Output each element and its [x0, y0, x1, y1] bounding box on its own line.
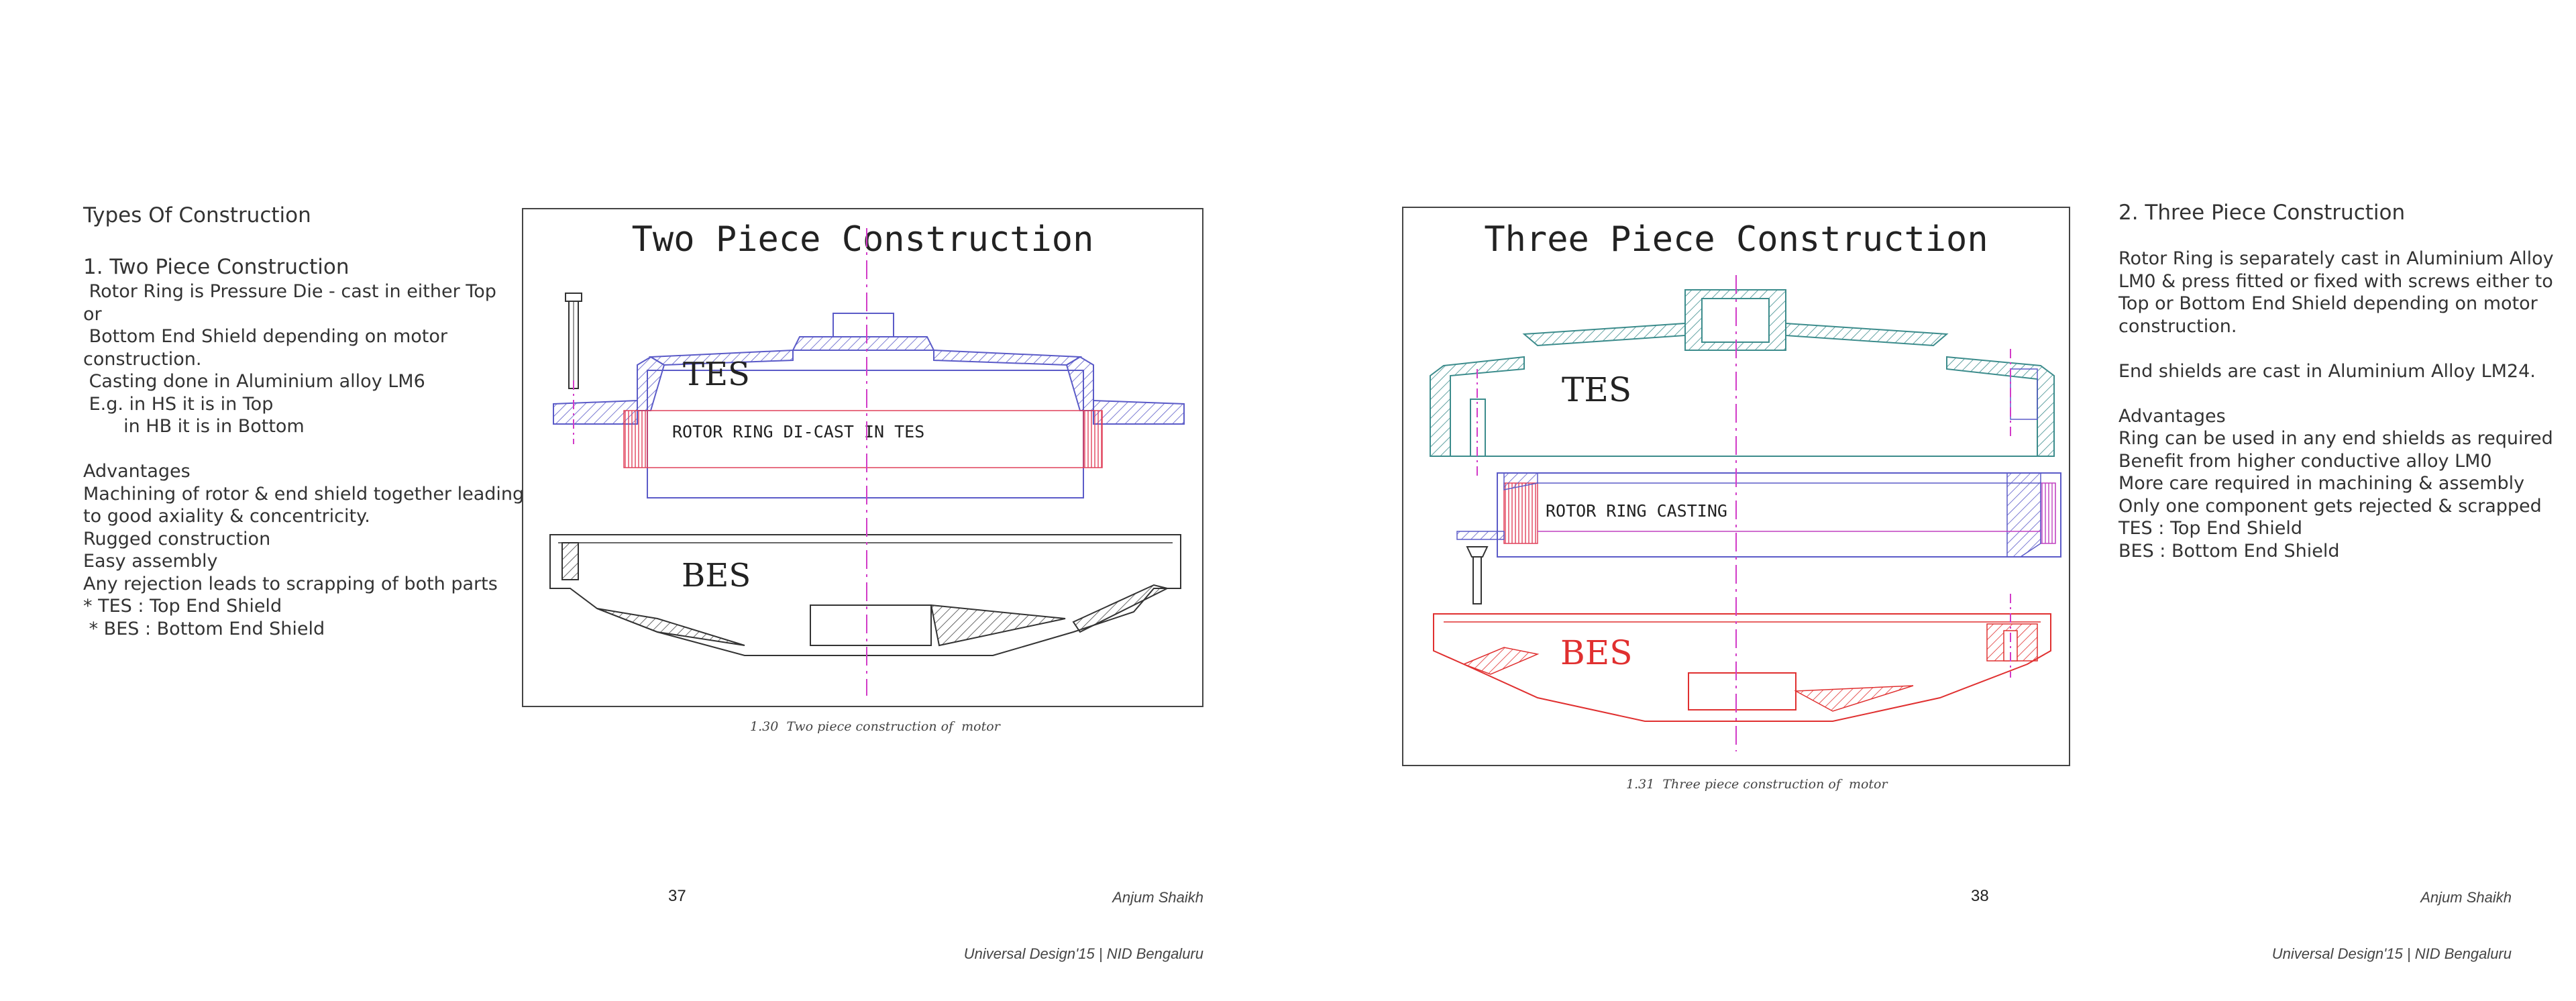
page-number: 37 — [668, 887, 686, 905]
bes-part — [1433, 613, 2051, 722]
figure-caption: 1.30 Two piece construction of motor — [750, 719, 1000, 734]
text-line: Machining of rotor & end shield together… — [83, 483, 525, 505]
label-tes: TES — [683, 356, 750, 393]
figure-caption: 1.31 Three piece construction of motor — [1626, 777, 1888, 792]
screw-icon — [565, 293, 582, 389]
two-piece-drawing: Two Piece Construction — [549, 219, 1185, 696]
page-number: 38 — [1971, 887, 1989, 905]
text-line: More care required in machining & assemb… — [2118, 473, 2525, 494]
author-block: Anjum Shaikh Universal Design'15 | NID B… — [2272, 851, 2512, 1001]
text-line: End shields are cast in Aluminium Alloy … — [2118, 360, 2536, 382]
text-line: Rugged construction — [83, 528, 271, 549]
two-piece-description: Rotor Ring is Pressure Die - cast in eit… — [83, 280, 524, 640]
bes-part — [549, 534, 1181, 656]
text-line: Only one component gets rejected & scrap… — [2118, 495, 2542, 517]
text-line: Advantages — [83, 461, 191, 482]
figure-title: Two Piece Construction — [632, 219, 1094, 260]
three-piece-drawing: Three Piece Construction TES — [1430, 219, 2061, 751]
three-piece-figure: Three Piece Construction TES — [1402, 207, 2070, 766]
text-line: Benefit from higher conductive alloy LM0 — [2118, 450, 2492, 472]
label-bes: BES — [682, 557, 751, 594]
label-rotor-ring: ROTOR RING CASTING — [1546, 501, 1727, 521]
text-line — [83, 438, 524, 461]
three-piece-description: Rotor Ring is separately cast in Alumini… — [2118, 248, 2554, 562]
text-line: to good axiality & concentricity. — [83, 506, 370, 527]
text-line: Rotor Ring is Pressure Die - cast in eit… — [83, 281, 496, 302]
text-line: LM0 & press fitted or fixed with screws … — [2118, 270, 2553, 292]
two-piece-figure: Two Piece Construction — [522, 208, 1203, 707]
tes-part — [1430, 289, 2055, 457]
section-title-two-piece: 1. Two Piece Construction — [83, 255, 350, 279]
text-line: Easy assembly — [83, 551, 218, 572]
text-line: * BES : Bottom End Shield — [83, 618, 325, 639]
figure-title: Three Piece Construction — [1484, 219, 1988, 260]
text-line: Ring can be used in any end shields as r… — [2118, 428, 2553, 449]
text-line — [2118, 382, 2554, 405]
label-tes: TES — [1562, 370, 1631, 409]
author-block: Anjum Shaikh Universal Design'15 | NID B… — [964, 851, 1203, 1001]
label-rotor-ring: ROTOR RING DI-CAST IN TES — [672, 422, 924, 441]
author-name: Anjum Shaikh — [1112, 889, 1203, 906]
author-affiliation: Universal Design'15 | NID Bengaluru — [963, 945, 1203, 962]
text-line: BES : Bottom End Shield — [2118, 540, 2340, 562]
text-line: * TES : Top End Shield — [83, 596, 282, 617]
text-line: Any rejection leads to scrapping of both… — [83, 573, 498, 594]
text-line — [2118, 337, 2554, 360]
text-line: in HB it is in Bottom — [83, 416, 305, 437]
text-line: Rotor Ring is separately cast in Alumini… — [2118, 248, 2554, 269]
text-line: Casting done in Aluminium alloy LM6 — [83, 371, 425, 392]
text-line: construction. — [83, 348, 202, 370]
screw-icon — [1466, 546, 1489, 604]
section-title-three-piece: 2. Three Piece Construction — [2118, 201, 2406, 225]
text-line: TES : Top End Shield — [2118, 518, 2302, 539]
text-line: E.g. in HS it is in Top — [83, 393, 274, 415]
text-line: Advantages — [2118, 405, 2226, 427]
text-line: Bottom End Shield depending on motor — [83, 326, 448, 347]
text-line: construction. — [2118, 315, 2237, 337]
text-line: Top or Bottom End Shield depending on mo… — [2118, 293, 2538, 314]
author-affiliation: Universal Design'15 | NID Bengaluru — [2271, 945, 2512, 962]
tes-part — [553, 313, 1185, 498]
rotor-ring-part — [1456, 472, 2061, 558]
text-line: or — [83, 303, 102, 325]
author-name: Anjum Shaikh — [2420, 889, 2512, 906]
page-heading: Types Of Construction — [83, 203, 311, 227]
label-bes: BES — [1560, 633, 1633, 672]
